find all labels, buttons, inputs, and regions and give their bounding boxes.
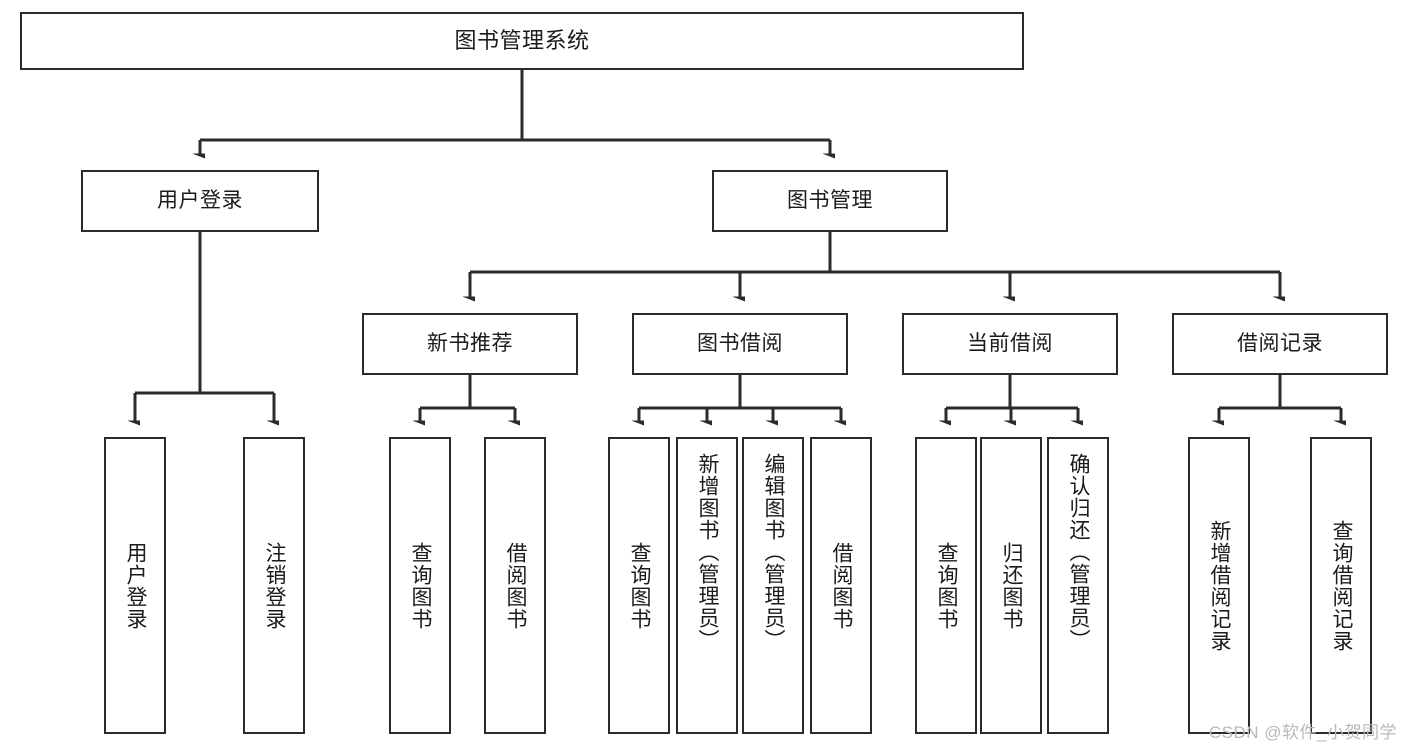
- csdn-watermark: CSDN @软件_小贺同学: [1208, 723, 1397, 742]
- node-new-book-recommend-label: 新书推荐: [427, 331, 513, 355]
- node-leaf-user-logout[interactable]: 注销登录: [243, 437, 305, 734]
- edge-userlogin-to-leaves: [135, 232, 274, 422]
- node-leaf-borrow-book-1-label: 借阅图书: [504, 541, 528, 630]
- node-leaf-user-logout-label: 注销登录: [263, 541, 287, 630]
- node-leaf-add-book-label: 新增图书（管理员）: [696, 453, 720, 651]
- node-current-borrow[interactable]: 当前借阅: [902, 313, 1118, 375]
- node-leaf-query-book-2[interactable]: 查询图书: [608, 437, 670, 734]
- node-leaf-query-book-1[interactable]: 查询图书: [389, 437, 451, 734]
- node-leaf-query-record-label: 查询借阅记录: [1330, 519, 1354, 652]
- node-leaf-confirm-return[interactable]: 确认归还（管理员）: [1047, 437, 1109, 734]
- node-leaf-query-book-1-label: 查询图书: [409, 541, 433, 630]
- node-user-login-label: 用户登录: [157, 188, 243, 212]
- node-leaf-query-book-3-label: 查询图书: [935, 541, 959, 630]
- node-book-manage[interactable]: 图书管理: [712, 170, 948, 232]
- edge-newbook-to-leaves: [420, 375, 515, 422]
- edge-bookborrow-to-leaves: [639, 375, 841, 422]
- node-leaf-user-login-label: 用户登录: [124, 541, 148, 630]
- node-user-login[interactable]: 用户登录: [81, 170, 319, 232]
- node-leaf-add-book[interactable]: 新增图书（管理员）: [676, 437, 738, 734]
- node-leaf-borrow-book-2[interactable]: 借阅图书: [810, 437, 872, 734]
- node-borrow-record-label: 借阅记录: [1237, 331, 1323, 355]
- node-leaf-edit-book-label: 编辑图书（管理员）: [762, 453, 786, 651]
- edge-bookmanage-to-level2: [470, 232, 1280, 298]
- node-leaf-confirm-return-label: 确认归还（管理员）: [1067, 453, 1091, 651]
- node-current-borrow-label: 当前借阅: [967, 331, 1053, 355]
- node-leaf-add-record[interactable]: 新增借阅记录: [1188, 437, 1250, 734]
- edge-borrowrecord-to-leaves: [1219, 375, 1341, 422]
- node-leaf-return-book-label: 归还图书: [1000, 541, 1024, 630]
- node-leaf-borrow-book-2-label: 借阅图书: [830, 541, 854, 630]
- node-leaf-return-book[interactable]: 归还图书: [980, 437, 1042, 734]
- node-root-label: 图书管理系统: [454, 28, 590, 54]
- node-book-manage-label: 图书管理: [787, 188, 873, 212]
- node-borrow-record[interactable]: 借阅记录: [1172, 313, 1388, 375]
- node-leaf-user-login[interactable]: 用户登录: [104, 437, 166, 734]
- node-leaf-borrow-book-1[interactable]: 借阅图书: [484, 437, 546, 734]
- node-leaf-add-record-label: 新增借阅记录: [1208, 519, 1232, 652]
- node-new-book-recommend[interactable]: 新书推荐: [362, 313, 578, 375]
- node-book-borrow-label: 图书借阅: [697, 331, 783, 355]
- edge-currentborrow-to-leaves: [946, 375, 1078, 422]
- node-book-borrow[interactable]: 图书借阅: [632, 313, 848, 375]
- node-leaf-query-record[interactable]: 查询借阅记录: [1310, 437, 1372, 734]
- node-leaf-query-book-2-label: 查询图书: [628, 541, 652, 630]
- node-leaf-edit-book[interactable]: 编辑图书（管理员）: [742, 437, 804, 734]
- node-leaf-query-book-3[interactable]: 查询图书: [915, 437, 977, 734]
- node-root[interactable]: 图书管理系统: [20, 12, 1024, 70]
- edge-root-to-level1: [200, 70, 830, 155]
